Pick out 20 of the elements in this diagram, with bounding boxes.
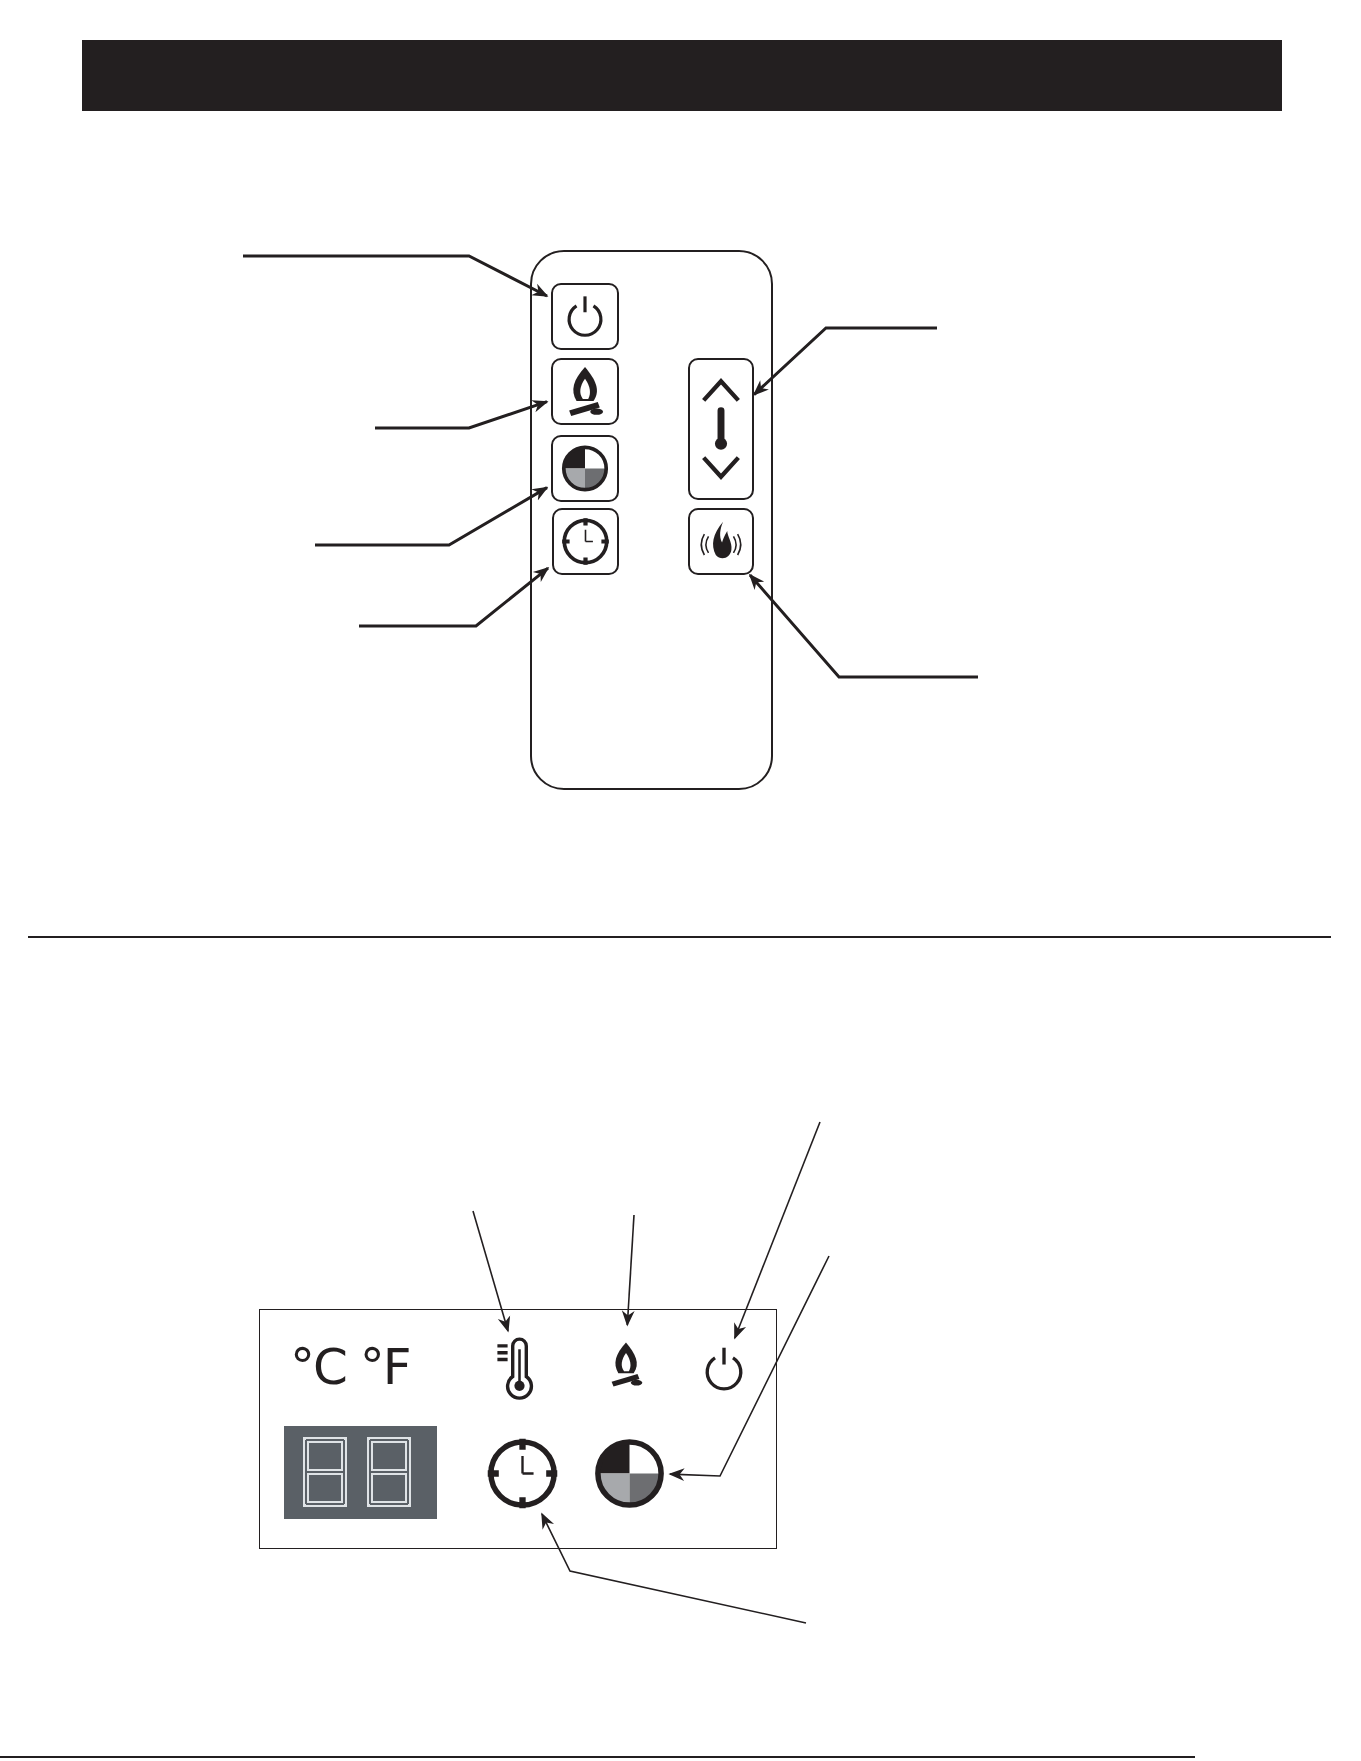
heater-button (688, 508, 754, 575)
flame-button (551, 358, 619, 425)
temperature-button (688, 358, 754, 500)
control-panel (259, 1309, 777, 1549)
power-button (551, 283, 619, 350)
leader-line (748, 573, 978, 679)
leader-line (734, 1121, 821, 1340)
leader-line (752, 326, 937, 396)
leader-line (359, 566, 550, 628)
leader-line (472, 1210, 511, 1333)
leader-line (621, 1214, 635, 1327)
leader-line (375, 400, 549, 430)
leader-line (668, 1255, 830, 1482)
leader-line (243, 254, 549, 298)
dimmer-button (551, 435, 619, 502)
leader-line (541, 1512, 807, 1624)
leader-line (315, 486, 549, 547)
timer-button (552, 508, 619, 575)
unit-label: °C °F (290, 1340, 410, 1394)
remote-control-outline (530, 250, 773, 790)
